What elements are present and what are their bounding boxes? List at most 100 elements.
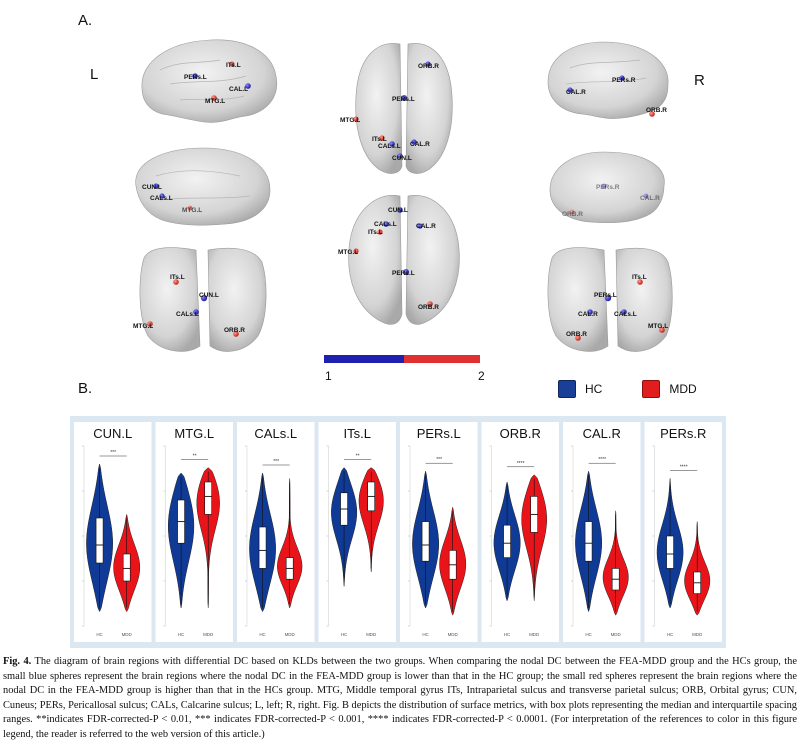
node-blue: [417, 223, 423, 229]
right-hemisphere-label: R: [694, 72, 705, 89]
legend-swatch-hc: [558, 380, 576, 398]
node-blue: [411, 139, 417, 145]
legend-swatch-mdd: [642, 380, 661, 398]
brain-label: CAL.L: [229, 86, 248, 93]
brain-label: PERs.L: [392, 96, 415, 103]
node-red: [233, 331, 239, 337]
x-tick-label: HC: [667, 632, 674, 637]
node-blue: [425, 61, 431, 67]
node-blue: [245, 83, 251, 89]
legend-label-mdd: MDD: [669, 382, 697, 396]
node-red: [569, 209, 575, 215]
violin-panel: [400, 422, 478, 642]
sig-label: ****: [680, 464, 688, 470]
legend: HC MDD: [558, 380, 697, 398]
node-red: [427, 301, 433, 307]
node-blue: [567, 87, 573, 93]
violin-panel: [318, 422, 396, 642]
violin-panel-title: PERs.R: [660, 426, 706, 441]
x-tick-label: MDD: [366, 632, 377, 637]
brain-label: CAL.R: [410, 141, 430, 148]
x-tick-label: HC: [504, 632, 511, 637]
node-red: [659, 327, 665, 333]
brain-label: PERs.L: [184, 74, 207, 81]
node-blue: [192, 73, 198, 79]
node-red: [187, 205, 193, 211]
colorbar-high: [404, 355, 480, 363]
sig-label: **: [193, 454, 197, 460]
x-tick-label: MDD: [692, 632, 703, 637]
node-red: [575, 335, 581, 341]
sig-label: ***: [436, 457, 442, 463]
brain-label: PERs.L: [594, 292, 617, 299]
colorbar-low: [324, 355, 404, 363]
node-blue: [587, 309, 593, 315]
colorbar-max-label: 2: [478, 369, 485, 383]
brain-label: ORB.R: [566, 331, 587, 338]
brain-label: PERs.R: [612, 77, 636, 84]
brain-label: MTG.L: [340, 117, 360, 124]
node-red: [379, 135, 385, 141]
node-blue: [383, 221, 389, 227]
node-red: [377, 229, 383, 235]
node-red: [353, 248, 359, 254]
brain-label: ITs.L: [368, 229, 383, 236]
brain-medial-left: CUN.L CALs.L MTG.L: [135, 147, 271, 226]
node-red: [353, 116, 359, 122]
node-blue: [619, 75, 625, 81]
node-red: [173, 279, 179, 285]
brain-label: MTG.L: [338, 249, 358, 256]
x-tick-label: MDD: [611, 632, 622, 637]
box-hc: [421, 521, 430, 562]
violin-panel-title: CUN.L: [93, 426, 132, 441]
node-red: [147, 321, 153, 327]
brain-posterior-right: ITs.L PERs.L CAL.R CALs.L ORB.R MTG.L: [547, 247, 673, 352]
violin-panel-title: MTG.L: [174, 426, 214, 441]
box-hc: [95, 517, 104, 564]
x-tick-label: HC: [96, 632, 103, 637]
brain-label: CUN.L: [142, 184, 162, 191]
brain-label: CAL.R: [578, 311, 598, 318]
x-tick-label: HC: [341, 632, 348, 637]
colorbar: 1 2: [324, 355, 485, 383]
node-blue: [621, 309, 627, 315]
brain-label: CUN.L: [388, 207, 408, 214]
brain-label: ORB.R: [562, 211, 583, 218]
figure-caption: Fig. 4. The diagram of brain regions wit…: [3, 655, 797, 743]
brain-label: PERs.L: [392, 270, 415, 277]
x-tick-label: MDD: [285, 632, 296, 637]
node-red: [637, 279, 643, 285]
brain-lateral-left: PERs.L CAL.L MTG.L ITs.L: [141, 39, 278, 123]
x-tick-label: HC: [585, 632, 592, 637]
node-blue: [643, 193, 649, 199]
x-tick-label: MDD: [203, 632, 214, 637]
x-tick-label: HC: [178, 632, 185, 637]
node-blue: [401, 95, 407, 101]
violin-panel-title: PERs.L: [417, 426, 461, 441]
brain-label: ORB.R: [224, 327, 245, 334]
brain-label: MTG.L: [648, 323, 668, 330]
brain-label: MTG.L: [205, 98, 225, 105]
brain-bottom-view: CUN.L CALs.L ITs.L CAL.R MTG.L PERs.L OR…: [338, 195, 460, 325]
violin-panel: [237, 422, 315, 642]
box-mdd: [122, 553, 131, 582]
x-tick-label: HC: [259, 632, 266, 637]
box-hc: [584, 521, 593, 562]
colorbar-min-label: 1: [325, 369, 332, 383]
node-blue: [397, 207, 403, 213]
brain-label: ITs.L: [170, 274, 185, 281]
brain-label: ORB.R: [418, 63, 439, 70]
brain-views: PERs.L CAL.L MTG.L ITs.L CUN.L CALs.L MT…: [133, 39, 673, 383]
violin-panel-title: CALs.L: [254, 426, 297, 441]
violin-panel: [644, 422, 722, 642]
sig-label: ****: [598, 457, 606, 463]
node-blue: [601, 183, 607, 189]
brain-label: CALs.L: [150, 195, 173, 202]
brain-label: ITs.L: [226, 62, 241, 69]
brain-label: CUN.L: [392, 155, 412, 162]
caption-text: The diagram of brain regions with differ…: [3, 656, 797, 740]
brain-label: CAL.R: [566, 89, 586, 96]
x-tick-label: MDD: [122, 632, 133, 637]
box-mdd: [204, 481, 212, 515]
brain-label: CAL.R: [416, 223, 436, 230]
